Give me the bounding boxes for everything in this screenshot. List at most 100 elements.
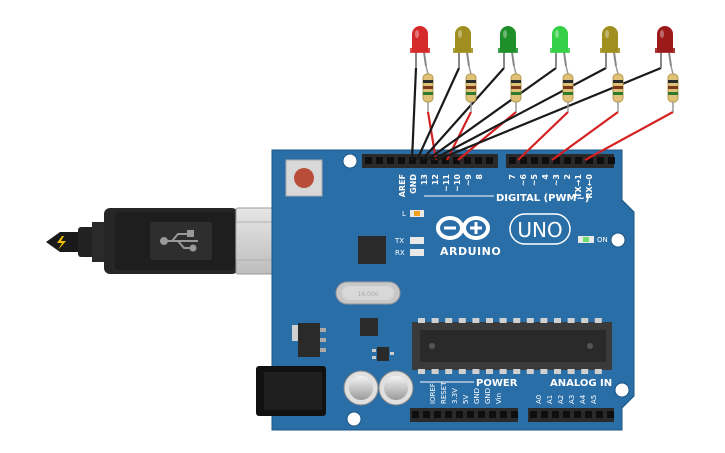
header-pin[interactable]: [376, 157, 383, 164]
header-pin[interactable]: [409, 157, 416, 164]
signal-wire: [517, 111, 569, 161]
pin-label: AREF: [398, 174, 407, 197]
header-pin[interactable]: [434, 411, 441, 418]
digital-header-left[interactable]: [362, 154, 498, 168]
header-pin[interactable]: [420, 157, 427, 164]
analog-header[interactable]: [528, 408, 614, 422]
header-pin[interactable]: [423, 411, 430, 418]
header-pin[interactable]: [564, 157, 571, 164]
led-5[interactable]: [600, 26, 620, 53]
lightning-icon: [57, 236, 66, 250]
transistor: [372, 347, 394, 361]
pin-label: ~5: [530, 174, 539, 187]
resistors: [422, 65, 679, 112]
power-section-label: POWER: [476, 378, 518, 389]
led-1[interactable]: [410, 26, 430, 53]
pin-label: A3: [568, 395, 576, 404]
header-pin[interactable]: [563, 411, 570, 418]
signal-wire: [551, 111, 619, 161]
led-rx-indicator: RX: [395, 249, 424, 257]
header-pin[interactable]: [597, 157, 604, 164]
header-pin[interactable]: [456, 411, 463, 418]
pin-label: 7: [508, 174, 517, 180]
header-pin[interactable]: [475, 157, 482, 164]
led-l-label: L: [402, 210, 406, 218]
header-pin[interactable]: [541, 411, 548, 418]
header-pin[interactable]: [478, 411, 485, 418]
gnd-wire: [410, 67, 418, 161]
header-pin[interactable]: [552, 411, 559, 418]
header-pin[interactable]: [530, 411, 537, 418]
header-pin[interactable]: [542, 157, 549, 164]
header-pin[interactable]: [453, 157, 460, 164]
pin-label: 13: [420, 174, 429, 185]
header-pin[interactable]: [585, 411, 592, 418]
pin-label: 8: [475, 174, 484, 180]
pin-label: RX←0: [585, 174, 594, 199]
header-pin[interactable]: [442, 157, 449, 164]
arduino-logo: [436, 216, 490, 240]
pin-label: GND: [484, 388, 492, 404]
header-pin[interactable]: [387, 157, 394, 164]
analog-section-label: ANALOG IN: [550, 378, 612, 389]
led-2[interactable]: [453, 26, 473, 53]
led-3[interactable]: [498, 26, 518, 53]
pin-label: A1: [546, 395, 554, 404]
header-pin[interactable]: [509, 157, 516, 164]
led-on-label: ON: [597, 236, 608, 244]
pin-label: TX→1: [574, 174, 583, 198]
header-pin[interactable]: [607, 411, 614, 418]
led-on-indicator: ON: [578, 236, 608, 244]
header-pin[interactable]: [486, 157, 493, 164]
header-pin[interactable]: [575, 157, 582, 164]
header-pin[interactable]: [500, 411, 507, 418]
header-pin[interactable]: [511, 411, 518, 418]
led-tx-indicator: TX: [394, 237, 424, 245]
pin-label: 2: [563, 174, 572, 180]
gnd-wire: [415, 67, 461, 161]
header-pin[interactable]: [464, 157, 471, 164]
crystal-label: 16.000: [358, 291, 379, 298]
header-pin[interactable]: [553, 157, 560, 164]
power-header[interactable]: [410, 408, 518, 422]
leds: [410, 26, 675, 68]
led-6[interactable]: [655, 26, 675, 53]
pin-label: GND: [473, 388, 481, 404]
pin-label: ~6: [519, 174, 528, 187]
header-pin[interactable]: [398, 157, 405, 164]
header-pin[interactable]: [520, 157, 527, 164]
header-pin[interactable]: [531, 157, 538, 164]
header-pin[interactable]: [574, 411, 581, 418]
digital-header-right[interactable]: [506, 154, 615, 168]
header-pin[interactable]: [365, 157, 372, 164]
pin-label: ~11: [442, 174, 451, 192]
header-pin[interactable]: [586, 157, 593, 164]
pin-label: A5: [590, 395, 598, 404]
brand-label: ARDUINO: [440, 245, 501, 258]
pin-label: RESET: [440, 381, 448, 404]
header-pin[interactable]: [596, 411, 603, 418]
signal-wire: [426, 111, 438, 161]
pin-label: GND: [409, 174, 418, 194]
header-pin[interactable]: [489, 411, 496, 418]
header-pin[interactable]: [445, 411, 452, 418]
pin-label: IOREF: [429, 383, 437, 404]
mounting-holes: [342, 153, 630, 427]
signal-wire: [584, 111, 674, 161]
led-4[interactable]: [550, 26, 570, 53]
pin-label: 4: [541, 174, 550, 180]
led-rx-label: RX: [395, 249, 405, 257]
header-pin[interactable]: [467, 411, 474, 418]
pin-label: ~3: [552, 174, 561, 186]
header-pin[interactable]: [412, 411, 419, 418]
small-chip: [360, 318, 378, 336]
gnd-wire: [431, 67, 607, 161]
header-pin[interactable]: [608, 157, 615, 164]
microcontroller-chip: [412, 318, 612, 374]
reset-button[interactable]: [285, 159, 323, 197]
model-label: UNO: [517, 218, 562, 242]
header-pin[interactable]: [431, 157, 438, 164]
usb-chip: [358, 236, 386, 264]
